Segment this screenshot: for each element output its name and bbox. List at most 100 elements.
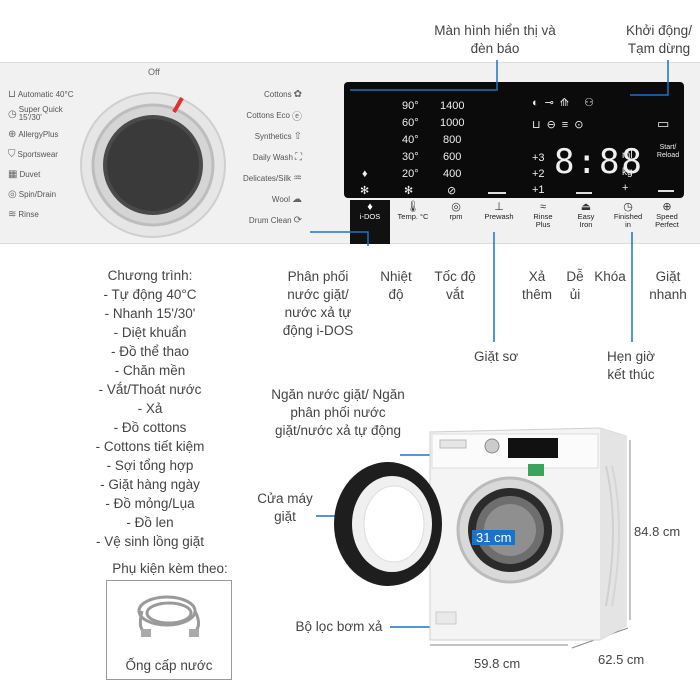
duvet-icon: ▦ bbox=[8, 168, 18, 180]
program-drum-clean[interactable]: Drum Clean⟳ bbox=[248, 215, 302, 226]
program-duvet[interactable]: ▦Duvet bbox=[8, 168, 41, 180]
no-spin-icon: ⊘ bbox=[447, 185, 457, 197]
easy-iron-button[interactable]: ⏏Easy Iron bbox=[577, 201, 595, 229]
list-item: - Sợi tổng hợp bbox=[106, 458, 194, 473]
rpm-button[interactable]: ◎rpm bbox=[449, 201, 463, 221]
option-buttons: ♦i-DOS 🌡Temp. °C ◎rpm ⊥Prewash ≈Rinse Pl… bbox=[344, 200, 684, 244]
finish-label: Hẹn giờ kết thúc bbox=[607, 349, 655, 382]
list-item: - Nhanh 15'/30' bbox=[104, 306, 196, 321]
rinse-plus-button[interactable]: ≈Rinse Plus bbox=[533, 201, 553, 229]
drop-icon: ♦ bbox=[367, 201, 373, 213]
prewash-button[interactable]: ⊥Prewash bbox=[484, 201, 514, 221]
spin-label: Tốc độ vắt bbox=[434, 269, 476, 302]
wash-tub-icon: ⊔ bbox=[8, 88, 16, 100]
cotton-icon: ✿ bbox=[293, 89, 302, 100]
temp-label: Nhiệt độ bbox=[380, 269, 412, 302]
machine-dial bbox=[484, 438, 500, 454]
idos-button[interactable]: ♦i-DOS bbox=[350, 200, 390, 244]
program-daily-wash[interactable]: Daily Wash⛶ bbox=[252, 152, 302, 163]
idos-callout-line bbox=[310, 231, 369, 246]
start-callout-line bbox=[630, 60, 669, 96]
list-item: - Vắt/Thoát nước bbox=[98, 382, 202, 397]
program-allergyplus[interactable]: ⊕AllergyPlus bbox=[8, 128, 59, 140]
depth-label: 62.5 cm bbox=[598, 652, 645, 667]
display-label: Màn hình hiển thị và đèn báo bbox=[434, 23, 556, 56]
program-rinse[interactable]: ≋Rinse bbox=[8, 208, 39, 220]
detergent-drawer bbox=[439, 439, 467, 449]
door-label: Cửa máy giặt bbox=[257, 491, 313, 524]
machine-display bbox=[508, 438, 558, 458]
status-icons-row2: ⊔⊖≡⊙ bbox=[532, 119, 590, 131]
filter-label: Bộ lọc bơm xả bbox=[295, 619, 383, 634]
spin-icon: ◎ bbox=[8, 188, 17, 200]
program-automatic[interactable]: ⊔Automatic 40°C bbox=[8, 88, 74, 100]
dash-indicator bbox=[488, 192, 506, 194]
rinse-label: Xả thêm bbox=[521, 269, 552, 302]
list-item: - Đồ mỏng/Lụa bbox=[105, 496, 195, 511]
list-item: - Đồ cottons bbox=[113, 420, 187, 435]
daily-wash-icon: ⛶ bbox=[295, 152, 302, 163]
speed-icon: ⊕ bbox=[662, 201, 672, 213]
program-wool[interactable]: Wool☁ bbox=[271, 194, 302, 205]
speed-perfect-button[interactable]: ⊕Speed Perfect bbox=[655, 201, 679, 229]
idos-label: Phân phối nước giặt/ nước xả tự động i-D… bbox=[282, 269, 354, 338]
status-icons: ◐⊸⟰ ⚇ bbox=[532, 97, 600, 109]
clock-icon: ◷ bbox=[623, 201, 633, 213]
eco-icon: ⓔ bbox=[292, 112, 302, 123]
lock-label: Khóa bbox=[594, 269, 626, 284]
programs-list: Chương trình: - Tự động 40°C - Nhanh 15'… bbox=[60, 266, 240, 551]
synthetics-icon: ⇧ bbox=[293, 131, 302, 142]
start-reload-button[interactable]: Start/ Reload bbox=[656, 144, 680, 159]
temp-button[interactable]: 🌡Temp. °C bbox=[397, 201, 429, 221]
drop-indicator-icon: ♦ bbox=[362, 168, 368, 180]
drum-clean-icon: ⟳ bbox=[293, 215, 302, 226]
thermometer-icon: 🌡 bbox=[406, 201, 420, 213]
program-delicates-silk[interactable]: Delicates/Silk♒ bbox=[243, 173, 302, 184]
dial-marker bbox=[172, 97, 184, 113]
program-super-quick[interactable]: ◷Super Quick 15'/30' bbox=[8, 105, 63, 122]
display-callout-line bbox=[350, 60, 498, 91]
list-item: - Giặt hàng ngày bbox=[100, 477, 200, 492]
program-dial[interactable] bbox=[78, 90, 228, 240]
list-item: - Vệ sinh lồng giặt bbox=[95, 534, 205, 549]
reload-icon: ▭ bbox=[657, 116, 670, 131]
list-item: - Cottons tiết kiệm bbox=[95, 439, 205, 454]
list-item: - Diệt khuẩn bbox=[113, 325, 187, 340]
washing-machine-image bbox=[334, 427, 627, 641]
list-item: - Tự động 40°C bbox=[103, 287, 197, 302]
accessory-caption: Ống cấp nước bbox=[125, 658, 213, 673]
iron-label: Dễ ủi bbox=[566, 269, 584, 302]
programs-left: ⊔Automatic 40°C ◷Super Quick 15'/30' ⊕Al… bbox=[8, 84, 92, 224]
plus-indicator: + bbox=[622, 182, 629, 194]
prewash-icon: ⊥ bbox=[494, 201, 504, 213]
accessory-title: Phụ kiện kèm theo: bbox=[112, 561, 228, 576]
quick-wash-icon: ◷ bbox=[8, 108, 17, 120]
allergy-icon: ⊕ bbox=[8, 128, 17, 140]
door-diameter-label: 31 cm bbox=[472, 530, 516, 545]
off-label: Off bbox=[148, 67, 160, 77]
program-cottons[interactable]: Cottons✿ bbox=[264, 89, 302, 100]
accessory-box: Ống cấp nước bbox=[106, 580, 232, 680]
list-item: - Xả bbox=[137, 401, 163, 416]
height-label: 84.8 cm bbox=[634, 524, 681, 539]
snowflake-icon: ✻ bbox=[404, 185, 414, 197]
program-synthetics[interactable]: Synthetics⇧ bbox=[254, 131, 302, 142]
prewash-label: Giặt sơ bbox=[473, 349, 519, 364]
display-screen: 90° 60° 40° 30° 20° 1400 1000 800 600 40… bbox=[344, 82, 684, 198]
drawer-label: Ngăn nước giặt/ Ngăn phân phối nước giặt… bbox=[271, 387, 405, 438]
finished-in-button[interactable]: ◷Finished in bbox=[613, 201, 643, 229]
allergy-indicator-icon: ✻ bbox=[360, 185, 370, 197]
silk-icon: ♒ bbox=[293, 173, 302, 184]
program-sportswear[interactable]: ⛉Sportswear bbox=[8, 148, 58, 160]
water-hose-image bbox=[137, 595, 200, 637]
shirt-icon: ⛉ bbox=[8, 148, 16, 160]
width-label: 59.8 cm bbox=[474, 656, 521, 671]
program-spin-drain[interactable]: ◎Spin/Drain bbox=[8, 188, 57, 200]
dash-indicator bbox=[576, 192, 592, 194]
list-item: - Đồ thể thao bbox=[110, 344, 190, 359]
list-item: - Chăn mền bbox=[114, 363, 186, 378]
rinse-plus-icon: ≈ bbox=[539, 201, 547, 213]
wool-icon: ☁ bbox=[292, 194, 302, 205]
iron-icon: ⏏ bbox=[580, 201, 592, 213]
